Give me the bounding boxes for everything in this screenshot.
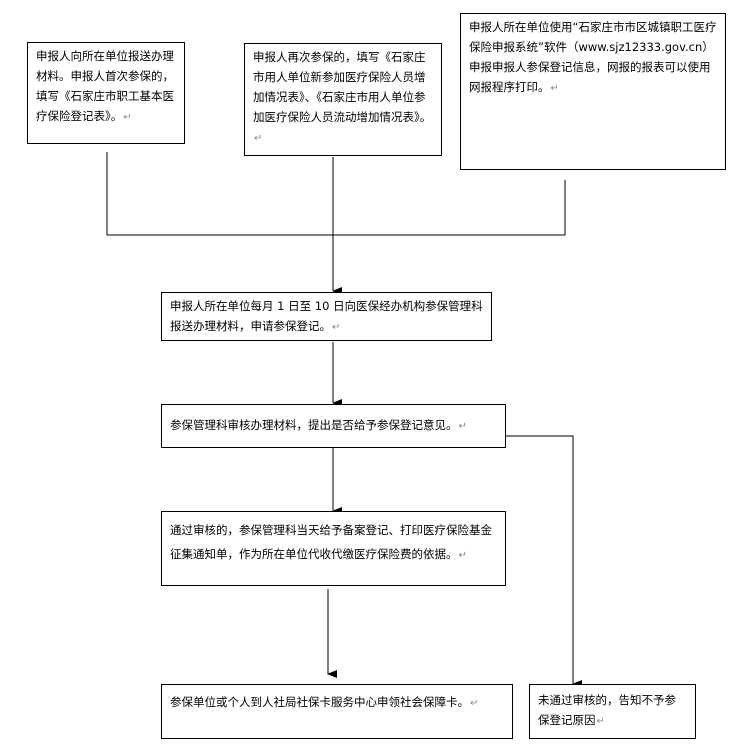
return-mark-icon: ↵ [458,421,467,432]
box-rejected: 未通过审核的，告知不予参保登记原因↵ [529,684,696,739]
box-first-enroll: 申报人向所在单位报送办理材料。申报人首次参保的，填写《石家庄市职工基本医疗保险登… [27,42,185,144]
box-online-report: 申报人所在单位使用“石家庄市市区城镇职工医疗保险申报系统”软件（www.sjz1… [460,13,726,170]
return-mark-icon: ↵ [123,112,132,123]
box-review: 参保管理科审核办理材料，提出是否给予参保登记意见。↵ [161,404,506,448]
return-mark-icon: ↵ [332,322,341,333]
box-rejected-text: 未通过审核的，告知不予参保登记原因 [538,693,676,727]
return-mark-icon: ↵ [550,83,559,94]
return-mark-icon: ↵ [470,698,479,709]
box-re-enroll: 申报人再次参保的，填写《石家庄市用人单位新参加医疗保险人员增加情况表》、《石家庄… [244,43,442,156]
box-re-enroll-text: 申报人再次参保的，填写《石家庄市用人单位新参加医疗保险人员增加情况表》、《石家庄… [253,50,432,124]
return-mark-icon: ↵ [596,716,605,727]
box-approved: 通过审核的，参保管理科当天给予备案登记、打印医疗保险基金征集通知单，作为所在单位… [161,511,506,586]
box-approved-text: 通过审核的，参保管理科当天给予备案登记、打印医疗保险基金征集通知单，作为所在单位… [170,523,492,561]
arrow-to-rejected [506,435,582,688]
box-submit-text: 申报人所在单位每月 1 日至 10 日向医保经办机构参保管理科报送办理材料，申请… [170,299,483,333]
box-submit: 申报人所在单位每月 1 日至 10 日向医保经办机构参保管理科报送办理材料，申请… [161,292,492,341]
box-social-security-card: 参保单位或个人到人社局社保卡服务中心申领社会保障卡。↵ [161,684,513,739]
box-review-text: 参保管理科审核办理材料，提出是否给予参保登记意见。 [170,418,458,432]
box-social-security-card-text: 参保单位或个人到人社局社保卡服务中心申领社会保障卡。 [170,695,469,709]
return-mark-icon: ↵ [458,550,467,561]
return-mark-icon: ↵ [254,133,263,144]
box-online-report-text: 申报人所在单位使用“石家庄市市区城镇职工医疗保险申报系统”软件（www.sjz1… [469,20,717,94]
box-first-enroll-text: 申报人向所在单位报送办理材料。申报人首次参保的，填写《石家庄市职工基本医疗保险登… [36,49,174,123]
